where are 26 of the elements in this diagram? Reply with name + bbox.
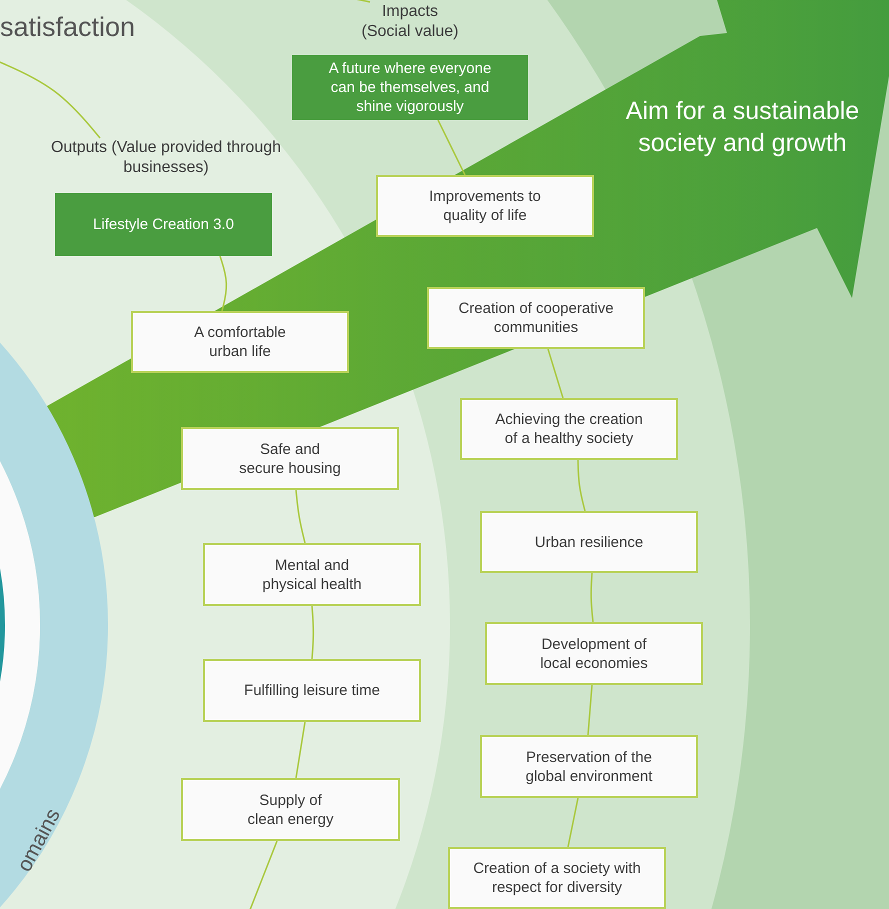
section-title: satisfaction (0, 12, 136, 43)
connector-line (219, 256, 228, 312)
item-box: Preservation of the global environment (480, 735, 698, 798)
connector-line (247, 840, 278, 909)
item-box: Supply of clean energy (181, 778, 400, 841)
connector-line (547, 348, 564, 398)
column-heading: Impacts (Social value) (360, 2, 460, 42)
item-box: Urban resilience (480, 511, 698, 573)
item-box: Safe and secure housing (181, 427, 399, 490)
item-box: Achieving the creation of a healthy society (460, 398, 678, 460)
connector-line (0, 59, 101, 138)
highlight-box: Lifestyle Creation 3.0 (55, 193, 272, 256)
item-box: Creation of a society with respect for diversity (448, 847, 666, 909)
connector-line (587, 684, 593, 736)
item-box: Development of local economies (485, 622, 703, 685)
arrow-text: Aim for a sustainable society and growth (624, 96, 860, 159)
connector-line (590, 572, 594, 622)
connector-line (295, 722, 306, 778)
column-heading: Outputs (Value provided through businesses) (50, 138, 282, 178)
connector-line (311, 606, 314, 660)
item-box: Mental and physical health (203, 543, 421, 606)
item-box: Fulfilling leisure time (203, 659, 421, 722)
highlight-box: A future where everyone can be themselves, and shine vigorously (292, 55, 528, 120)
connector-line (567, 798, 579, 848)
connector-line (577, 460, 586, 512)
connector-line (295, 490, 306, 544)
